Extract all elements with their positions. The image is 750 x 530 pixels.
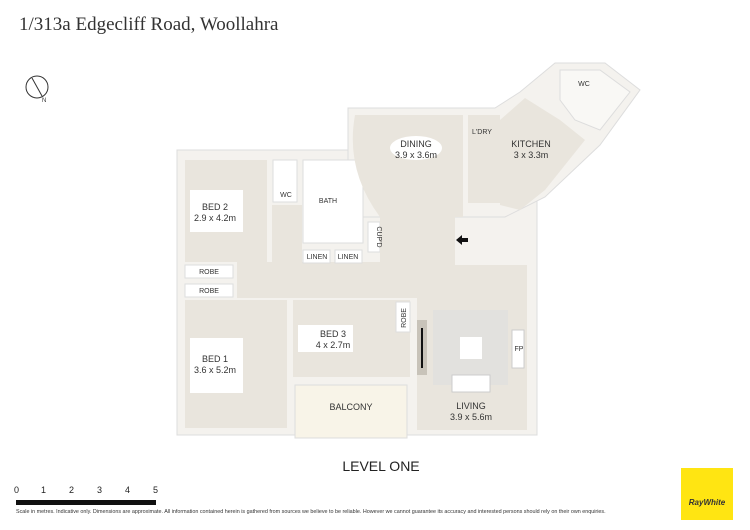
fireplace-label: FP xyxy=(515,346,524,353)
bed2-label: BED 2 xyxy=(202,202,228,212)
dining-table xyxy=(390,136,442,160)
scale-tick: 5 xyxy=(153,485,159,495)
dining-dims: 3.9 x 3.6m xyxy=(395,150,437,160)
room-balcony xyxy=(294,384,408,439)
scale-tick: 2 xyxy=(69,485,75,495)
scale-bar xyxy=(16,500,156,505)
linen-cupboard-1 xyxy=(302,249,331,264)
wc2-label: WC xyxy=(578,81,590,88)
bed3-bed xyxy=(298,325,353,352)
wc-label: WC xyxy=(280,192,292,199)
robe1-label: ROBE xyxy=(199,269,219,276)
bed3-label: BED 3 xyxy=(320,329,346,339)
room-laundry xyxy=(468,115,500,203)
hallway-2 xyxy=(272,205,302,265)
property-address-title: 1/313a Edgecliff Road, Woollahra xyxy=(19,14,279,35)
linen-cupboard-2 xyxy=(334,249,363,264)
balcony-label: BALCONY xyxy=(329,402,372,412)
robe3-label: ROBE xyxy=(401,308,408,328)
sofa xyxy=(451,374,491,393)
hallway xyxy=(237,262,422,298)
logo-text: RayWhite xyxy=(688,498,726,507)
bed3-dims: 4 x 2.7m xyxy=(316,340,351,350)
entry-hall xyxy=(380,217,455,267)
robe2-label: ROBE xyxy=(199,288,219,295)
entry-arrow-icon xyxy=(456,235,468,245)
level-label: LEVEL ONE xyxy=(342,458,420,474)
kitchen-dims: 3 x 3.3m xyxy=(514,150,549,160)
svg-text:N: N xyxy=(42,98,46,104)
scale-tick: 0 xyxy=(14,485,20,495)
room-kitchen xyxy=(500,98,585,210)
room-wc2 xyxy=(559,69,631,131)
kitchen-label: KITCHEN xyxy=(511,139,551,149)
cupboard-label: CUP'D xyxy=(375,226,382,247)
linen2-label: LINEN xyxy=(338,254,359,261)
bed1-dims: 3.6 x 5.2m xyxy=(194,365,236,375)
compass-icon: N xyxy=(25,75,49,104)
laundry-label: L'DRY xyxy=(472,129,492,136)
dining-label: DINING xyxy=(400,139,432,149)
room-robe2 xyxy=(184,283,234,298)
room-robe1 xyxy=(184,264,234,279)
bed2-bed xyxy=(190,190,243,232)
room-wc xyxy=(272,159,298,203)
scale-tick: 4 xyxy=(125,485,131,495)
bed1-label: BED 1 xyxy=(202,354,228,364)
bed1-bed xyxy=(190,338,243,393)
coffee-table xyxy=(460,337,482,359)
scale-tick: 3 xyxy=(97,485,103,495)
disclaimer: Scale in metres. Indicative only. Dimens… xyxy=(16,509,606,515)
raywhite-logo: RayWhite xyxy=(681,468,733,520)
scale-tick: 1 xyxy=(41,485,47,495)
living-label: LIVING xyxy=(456,401,486,411)
room-bath xyxy=(302,159,364,244)
fireplace xyxy=(511,329,525,369)
bed2-dims: 2.9 x 4.2m xyxy=(194,213,236,223)
robe3 xyxy=(395,301,411,333)
living-dims: 3.9 x 5.6m xyxy=(450,412,492,422)
linen1-label: LINEN xyxy=(307,254,328,261)
bath-label: BATH xyxy=(319,198,337,205)
